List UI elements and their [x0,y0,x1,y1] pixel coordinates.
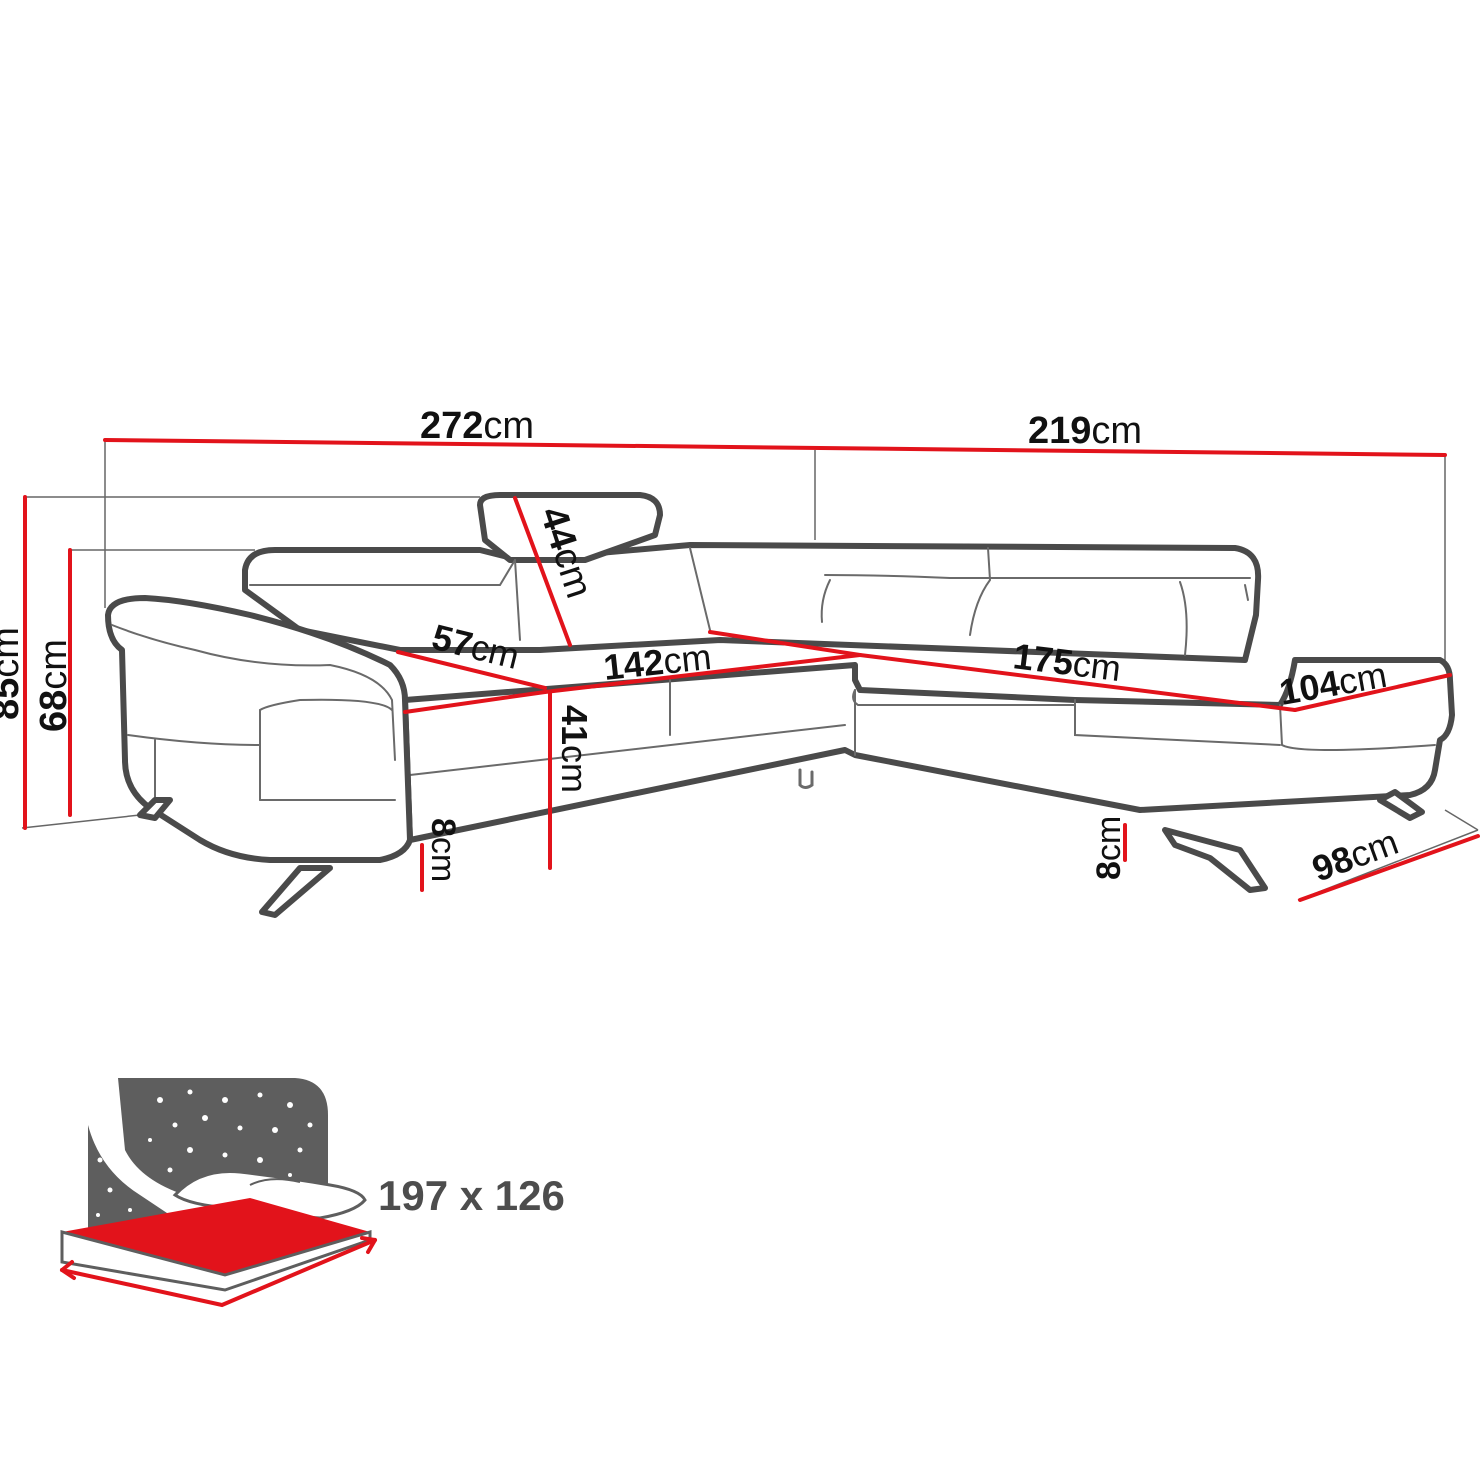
headrest [477,492,663,563]
pull-handle [798,768,814,789]
label-8-right: 8cm [1090,816,1128,880]
leg-front-right [1162,827,1268,893]
label-219: 219cm [1028,410,1142,452]
leg-back-right [1377,789,1425,821]
label-57: 57cm [428,616,523,677]
stars [96,1089,313,1217]
label-272: 272cm [420,405,534,447]
label-68: 68cm [33,639,75,732]
dimension-lines [23,438,1480,902]
label-8-left: 8cm [424,818,462,882]
label-41: 41cm [554,705,595,793]
bed-with-pillows-stars-icon [60,1078,377,1308]
label-142: 142cm [602,636,714,688]
sofa-base [402,657,1455,843]
label-104: 104cm [1276,654,1390,713]
leg-back-left [137,797,173,821]
leg-front-left [259,865,333,918]
corner-sofa-outline [105,492,1455,918]
label-175: 175cm [1011,635,1123,689]
bed-size-label: 197 x 126 [378,1172,565,1219]
sofa-back [242,542,1262,663]
label-85: 85cm [0,627,27,720]
